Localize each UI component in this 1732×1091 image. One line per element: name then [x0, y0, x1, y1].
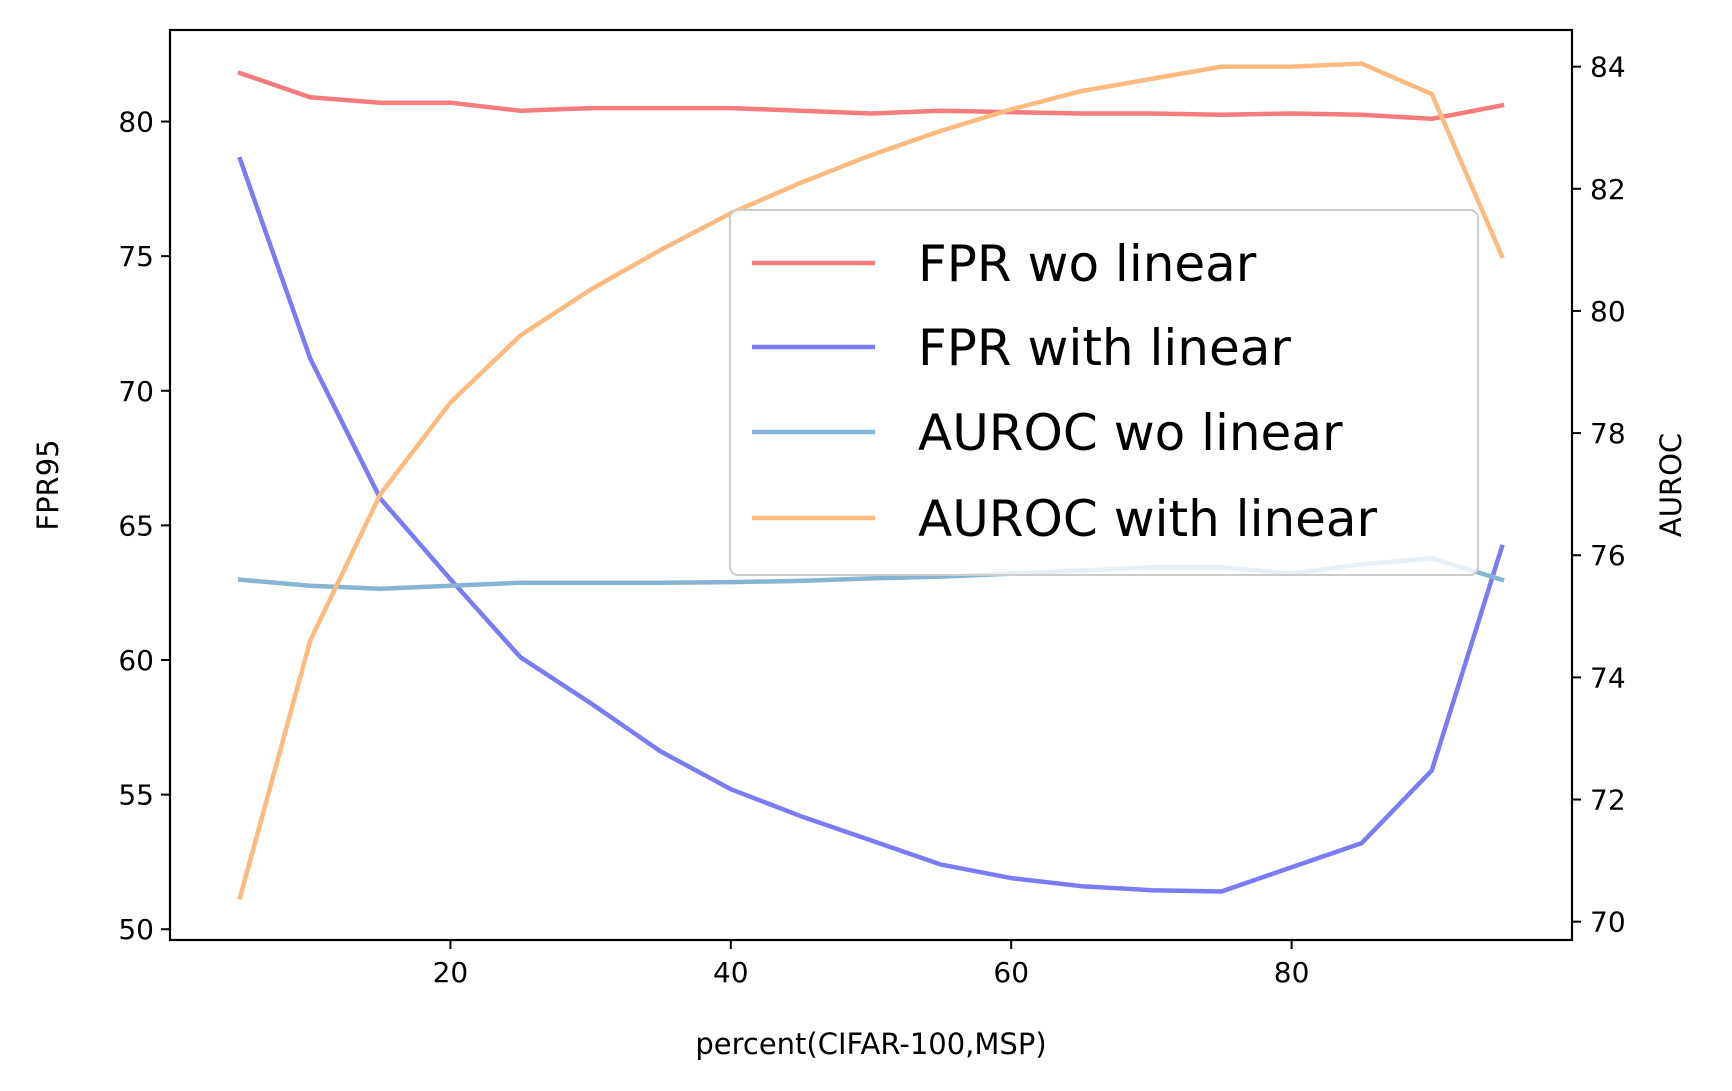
x-axis-ticks: 20 40 60 80	[433, 940, 1310, 989]
x-axis-label: percent(CIFAR-100,MSP)	[695, 1027, 1046, 1061]
y-tick-label: 55	[118, 779, 154, 812]
x-tick-label: 20	[433, 956, 469, 989]
x-tick-label: 80	[1274, 956, 1310, 989]
y-tick-label: 80	[118, 106, 154, 139]
series-line-2	[237, 156, 1505, 894]
legend-label: AUROC wo linear	[918, 404, 1343, 462]
right-y-axis-ticks: 70 72 74 76 78 80 82 84	[1572, 51, 1626, 939]
plot-area	[237, 61, 1505, 900]
y2-tick-label: 78	[1590, 417, 1626, 450]
left-y-axis-ticks: 50 55 60 65 70 75 80	[118, 106, 170, 946]
left-y-axis-label: FPR95	[31, 439, 65, 530]
y2-tick-label: 74	[1590, 661, 1626, 694]
plot-frame	[168, 28, 1574, 942]
right-y-axis-label: AUROC	[1654, 433, 1688, 537]
y2-tick-label: 72	[1590, 784, 1626, 817]
y2-tick-label: 70	[1590, 906, 1626, 939]
y-tick-label: 75	[118, 240, 154, 273]
y2-tick-label: 82	[1590, 173, 1626, 206]
y-tick-label: 60	[118, 644, 154, 677]
y-tick-label: 50	[118, 913, 154, 946]
legend-label: AUROC with linear	[918, 490, 1378, 548]
series-line-4	[237, 61, 1505, 900]
y2-tick-label: 84	[1590, 51, 1626, 84]
series-line-1	[237, 70, 1505, 122]
x-tick-label: 60	[993, 956, 1029, 989]
y-tick-label: 70	[118, 375, 154, 408]
x-tick-label: 40	[713, 956, 749, 989]
legend-frame	[729, 209, 1479, 576]
legend-label: FPR with linear	[918, 319, 1291, 377]
y2-tick-label: 80	[1590, 295, 1626, 328]
y-tick-label: 65	[118, 509, 154, 542]
legend-label: FPR wo linear	[918, 235, 1257, 293]
y2-tick-label: 76	[1590, 539, 1626, 572]
